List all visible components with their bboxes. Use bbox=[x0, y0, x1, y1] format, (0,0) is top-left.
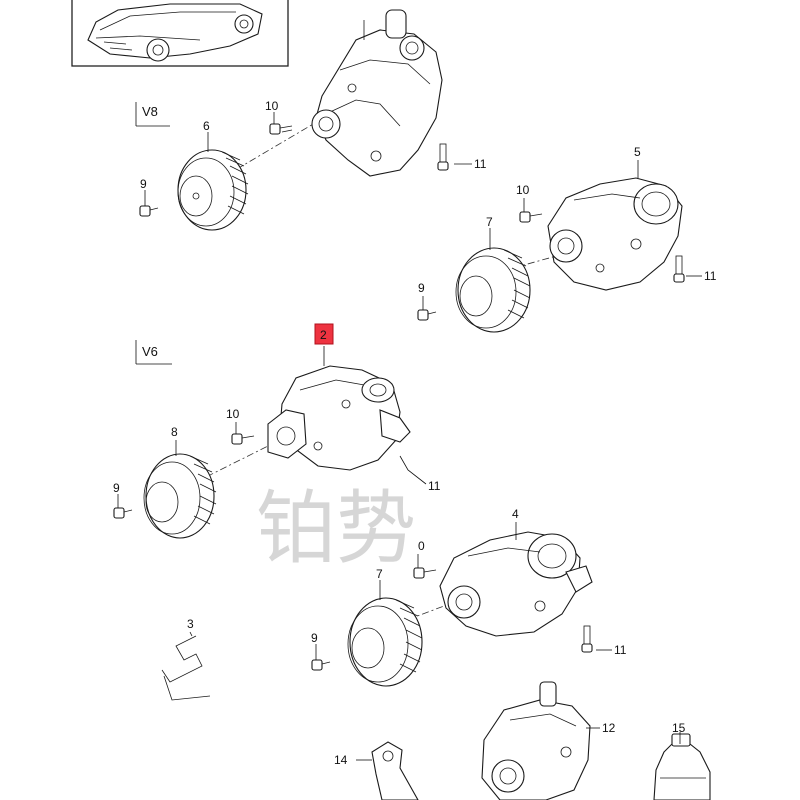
bolt-10b bbox=[519, 211, 543, 223]
bolt-10d bbox=[413, 567, 437, 579]
vehicle-icon bbox=[87, 3, 263, 62]
callout-10: 10 bbox=[516, 183, 530, 197]
v6-pump-2 bbox=[267, 365, 411, 471]
bolt-9a bbox=[139, 205, 159, 217]
callout-4: 4 bbox=[512, 507, 519, 521]
variant-label-v8: V8 bbox=[142, 104, 158, 119]
callout-11: 11 bbox=[428, 479, 441, 493]
variant-label-v6: V6 bbox=[142, 344, 158, 359]
callout-9: 9 bbox=[311, 631, 318, 645]
callout-10-partial: 0 bbox=[418, 539, 425, 553]
callout-11: 11 bbox=[704, 269, 717, 283]
fluid-bottle-15 bbox=[653, 733, 711, 800]
v6-pump-4 bbox=[439, 531, 593, 637]
callout-11: 11 bbox=[614, 643, 627, 657]
clip-3 bbox=[161, 635, 211, 701]
v6-pulley-7 bbox=[347, 597, 423, 687]
bolt-10c bbox=[231, 433, 255, 445]
callout-10: 10 bbox=[265, 99, 279, 113]
bolt-11b bbox=[673, 255, 685, 283]
callout-14: 14 bbox=[334, 753, 348, 767]
callout-11: 11 bbox=[474, 157, 487, 171]
callout-7: 7 bbox=[486, 215, 493, 229]
variant-tag-v6: V6 bbox=[135, 340, 172, 365]
leader-lines bbox=[117, 112, 702, 761]
callout-7: 7 bbox=[376, 567, 383, 581]
bolt-9b bbox=[417, 309, 437, 321]
v8-pulley-6 bbox=[177, 149, 249, 231]
watermark: 铂势 bbox=[256, 482, 416, 575]
v8-pulley-7 bbox=[455, 247, 531, 333]
callout-9: 9 bbox=[140, 177, 147, 191]
callout-2-highlighted: 2 bbox=[314, 323, 334, 345]
variant-tag-v8: V8 bbox=[135, 102, 170, 127]
bolt-9d bbox=[311, 659, 331, 671]
callout-15: 15 bbox=[672, 721, 686, 735]
bolt-11a bbox=[437, 143, 449, 171]
callout-6: 6 bbox=[203, 119, 210, 133]
bolt-11d bbox=[581, 625, 593, 653]
v8-pump-upper bbox=[311, 9, 443, 177]
callout-9: 9 bbox=[113, 481, 120, 495]
callout-3: 3 bbox=[187, 617, 194, 631]
pump-12 bbox=[481, 681, 591, 800]
bracket-14 bbox=[371, 741, 419, 800]
vehicle-inset bbox=[71, 0, 289, 67]
v6-pulley-8 bbox=[143, 453, 217, 539]
callout-5: 5 bbox=[634, 145, 641, 159]
callouts: 10 6 9 11 5 10 7 11 9 2 10 8 11 9 4 0 7 … bbox=[113, 99, 717, 767]
callout-10: 10 bbox=[226, 407, 240, 421]
callout-12: 12 bbox=[602, 721, 616, 735]
v8-pump-5 bbox=[547, 177, 683, 291]
callout-9: 9 bbox=[418, 281, 425, 295]
bolt-10a bbox=[269, 123, 293, 135]
bolt-9c bbox=[113, 507, 133, 519]
callout-8: 8 bbox=[171, 425, 178, 439]
callout-2: 2 bbox=[320, 328, 327, 342]
